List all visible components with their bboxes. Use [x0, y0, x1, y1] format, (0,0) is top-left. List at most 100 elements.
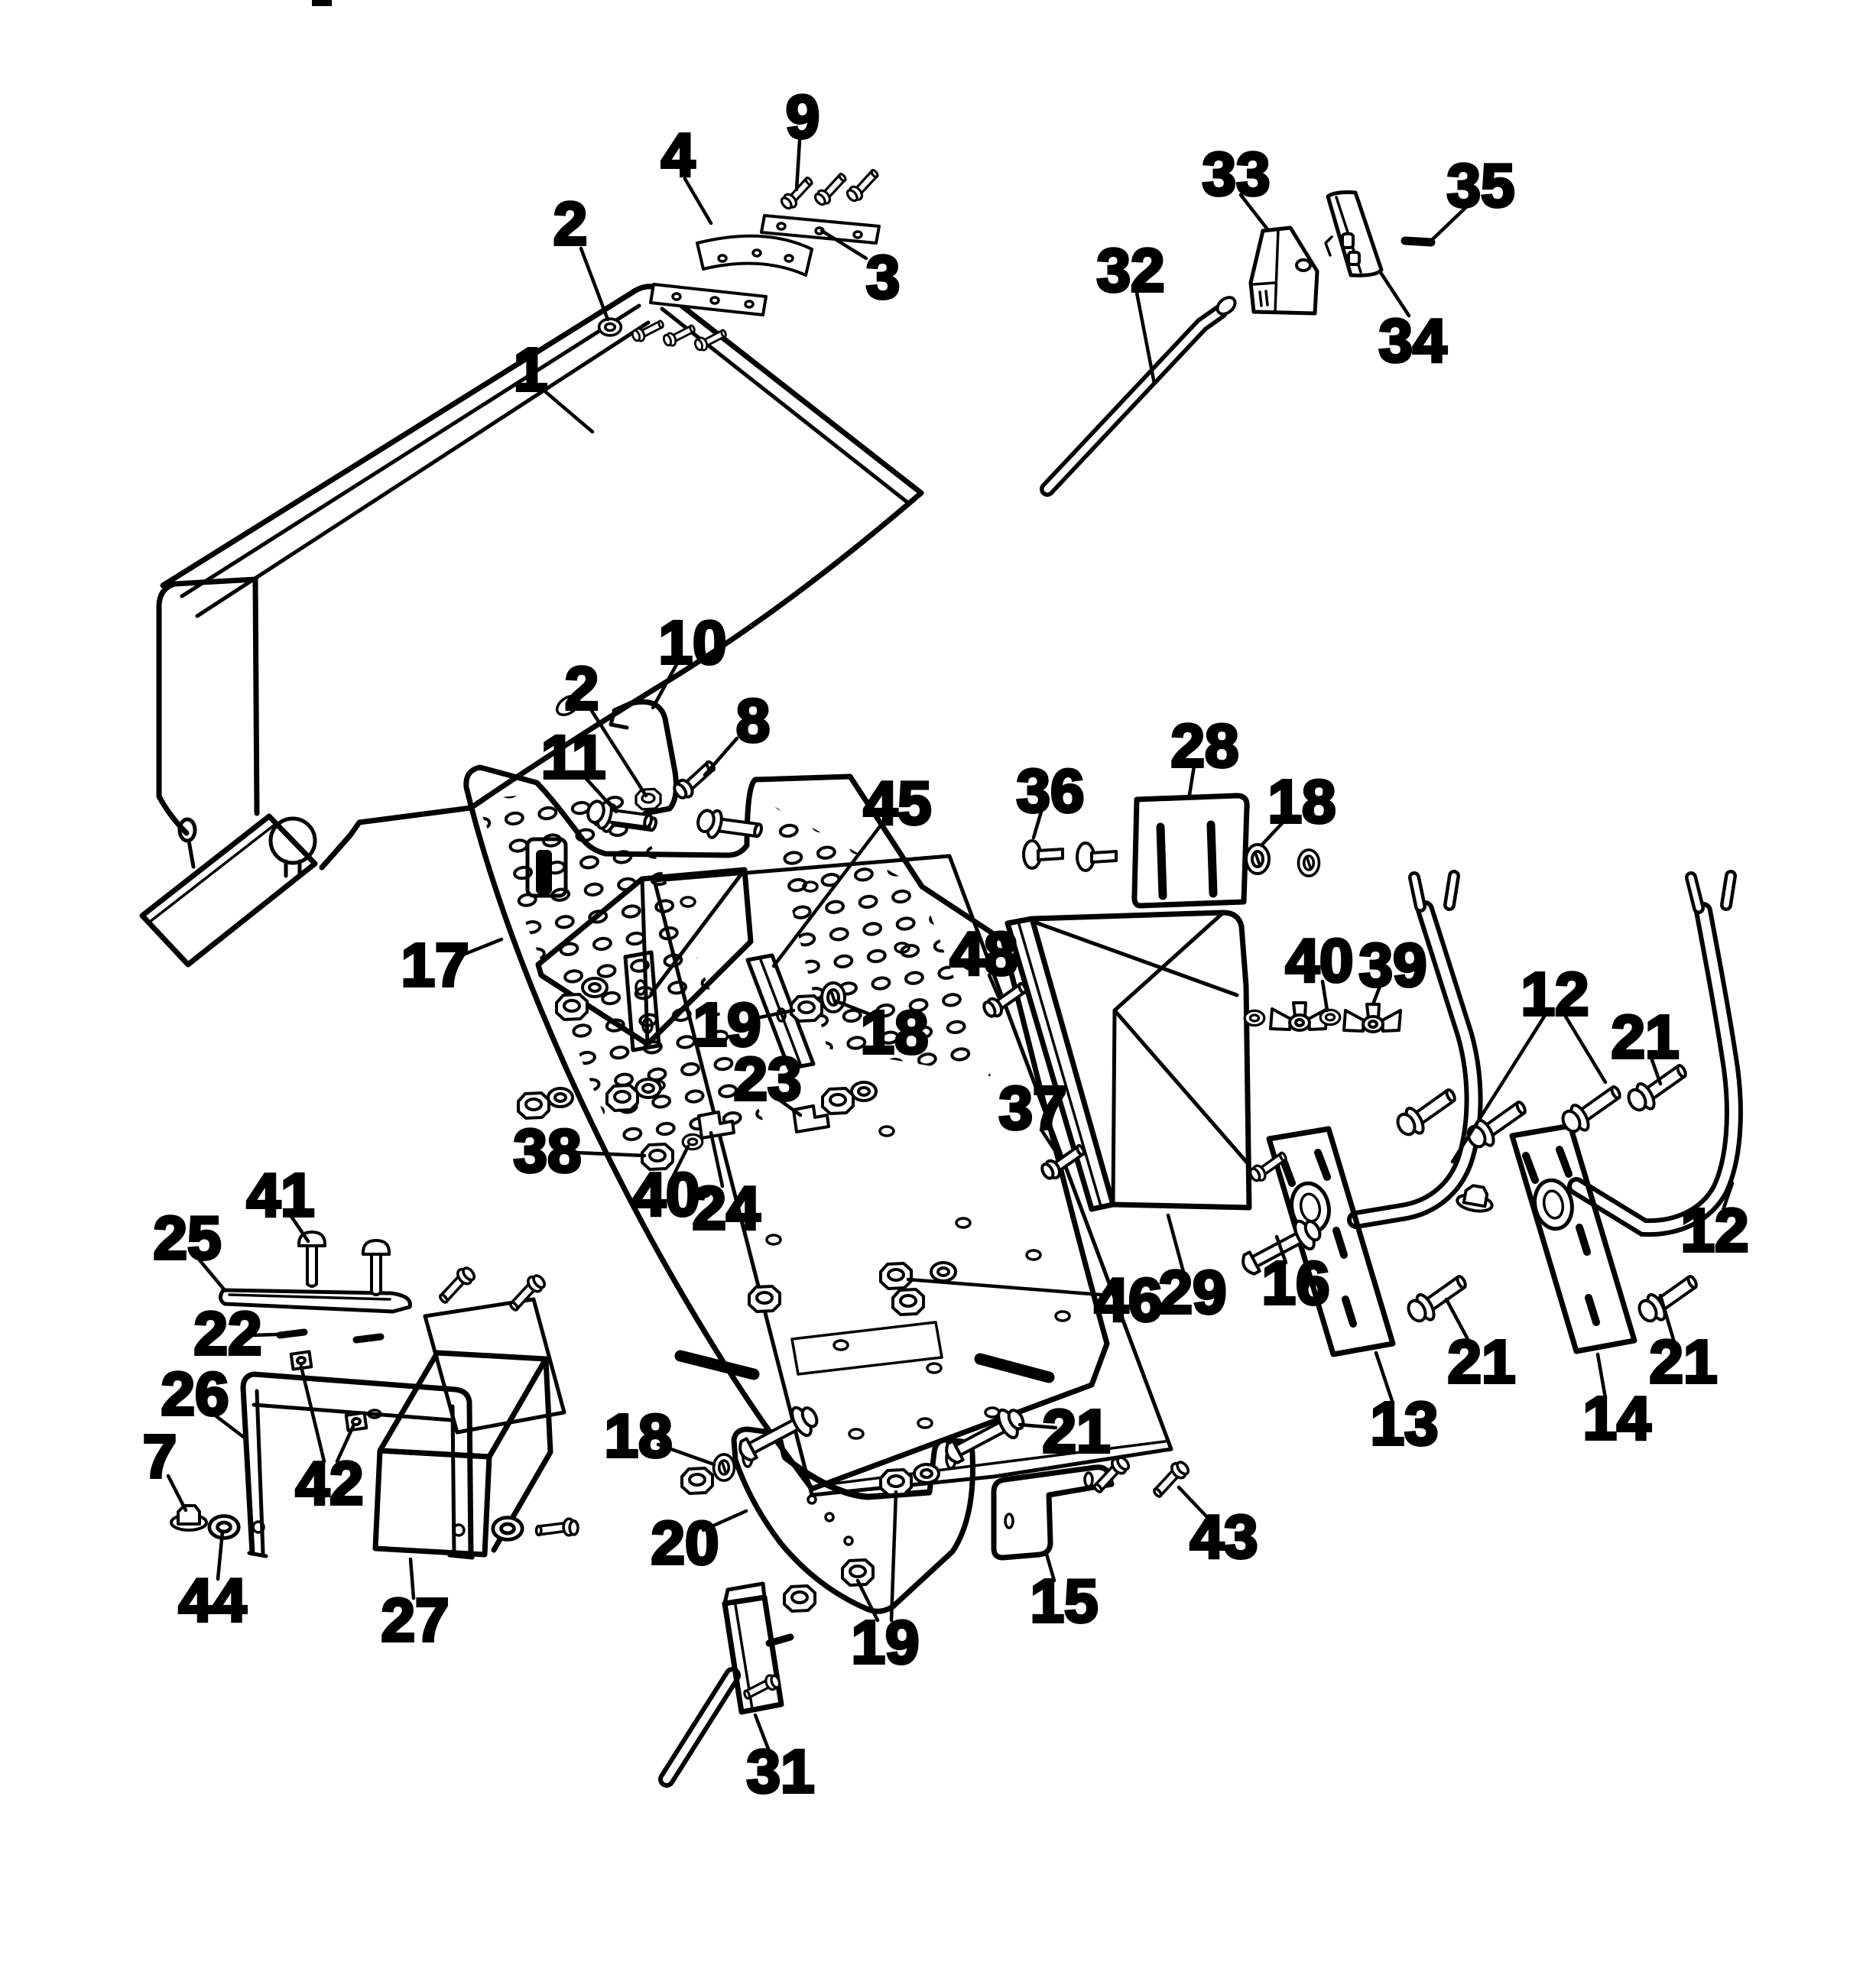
part-31-rod-bracket [658, 1581, 794, 1788]
callout-label-45-13: 45 [864, 769, 932, 837]
callout-21-leader [1018, 1422, 1058, 1430]
hex-nut [680, 1467, 714, 1495]
hex-nut-2 [635, 787, 662, 811]
hex-nut [517, 1091, 550, 1120]
shoulder-bolt-41 [297, 1231, 327, 1288]
callout-2-leader [589, 709, 648, 798]
flange-bolt [1559, 1084, 1628, 1138]
washer-18 [712, 1453, 736, 1482]
part-10-strap [609, 699, 722, 816]
lock-washer-18 [1245, 843, 1271, 875]
callout-41-leader [288, 1213, 310, 1244]
flange-nut-7 [170, 1504, 208, 1532]
part-35-pin [1401, 236, 1436, 247]
wing-nut [1269, 1001, 1329, 1032]
bolt-9 [811, 171, 852, 209]
washer [850, 1081, 878, 1102]
wing-nut-39 [1342, 1003, 1402, 1033]
flange-bolt [1394, 1087, 1462, 1141]
callout-12-leader [1450, 1014, 1547, 1164]
callout-label-35-6: 35 [1447, 151, 1515, 219]
callout-25-leader [195, 1255, 226, 1292]
callout-label-23-20: 23 [734, 1045, 802, 1113]
part-center-cover [535, 867, 754, 1052]
callout-label-13-33: 13 [1371, 1389, 1439, 1458]
callout-label-3-4: 3 [866, 243, 901, 311]
latch-cutout [525, 837, 568, 898]
washer [930, 1261, 957, 1282]
top-edge-artifact [312, 0, 332, 6]
callout-label-2-10: 2 [565, 654, 599, 722]
callout-label-25-39: 25 [154, 1204, 222, 1272]
carriage-bolt [735, 1401, 823, 1467]
part-22-pins [276, 1328, 385, 1344]
callout-11-leader [584, 777, 618, 814]
callout-label-21-25: 21 [1611, 1003, 1680, 1071]
callout-label-7-42: 7 [143, 1422, 177, 1490]
skid-bar-left [674, 1350, 760, 1380]
callout-3-leader [820, 229, 868, 261]
callout-32-leader [1134, 290, 1157, 386]
callout-label-40-28: 40 [632, 1160, 700, 1228]
hex-nut [555, 993, 589, 1021]
callout-1-leader [544, 390, 595, 434]
callout-46-leader [906, 1277, 1103, 1297]
callout-label-19-18: 19 [693, 991, 761, 1059]
part-33-latch-housing [1248, 225, 1319, 316]
shoulder-bolt-41 [361, 1239, 391, 1296]
callout-44-leader [216, 1529, 225, 1581]
hood-top-brackets [597, 167, 884, 354]
callout-label-12-35: 12 [1681, 1196, 1749, 1264]
callout-33-leader [1238, 193, 1270, 232]
callout-label-18-46: 18 [605, 1402, 673, 1470]
part-29-chute [982, 910, 1252, 1212]
callout-label-26-41: 26 [161, 1360, 229, 1428]
callout-label-9-3: 9 [786, 83, 820, 151]
callout-34-leader [1378, 269, 1411, 318]
callout-40-leader [670, 1144, 690, 1179]
washer-40 [1319, 1008, 1342, 1026]
callout-label-34-8: 34 [1379, 306, 1447, 375]
washer [493, 1518, 522, 1540]
callout-label-22-40: 22 [194, 1299, 262, 1367]
lock-washer-18 [820, 981, 846, 1013]
hood-foot-plate [139, 813, 318, 968]
callout-label-36-15: 36 [1017, 757, 1085, 825]
part-25-blade [219, 1288, 412, 1314]
bolt-9 [843, 167, 884, 206]
mount-plate [649, 283, 768, 316]
callout-label-12-24: 12 [1521, 960, 1589, 1028]
callout-label-38-27: 38 [514, 1117, 582, 1185]
latch-bar [536, 850, 552, 894]
callout-label-18-19: 18 [861, 998, 929, 1066]
callout-28-leader [1187, 764, 1196, 797]
callout-label-8-11: 8 [736, 686, 771, 754]
callout-17-leader [457, 937, 504, 958]
callout-label-21-34: 21 [1448, 1328, 1516, 1396]
hex-nut [748, 1285, 781, 1313]
callout-27-leader [408, 1557, 416, 1600]
callout-label-4-2: 4 [661, 121, 696, 189]
flange-nut [1454, 1182, 1497, 1215]
clip-23 [792, 1104, 830, 1133]
callout-40-leader [1320, 979, 1329, 1013]
callout-18-leader [656, 1442, 716, 1467]
part-14-plate [1509, 1123, 1637, 1354]
callout-label-40-22: 40 [1286, 926, 1354, 994]
washer-44 [209, 1516, 239, 1539]
skid-bar-right [974, 1353, 1055, 1383]
callout-13-leader [1374, 1351, 1395, 1406]
washer [913, 1463, 940, 1484]
push-rivet-36 [1022, 839, 1064, 870]
hood-slot-hole [555, 694, 581, 717]
stud-2 [660, 323, 699, 349]
callout-label-37-26: 37 [999, 1074, 1067, 1142]
flange-bolt-21 [1635, 1273, 1704, 1328]
callout-21-leader [1658, 1293, 1676, 1344]
callout-label-10-9: 10 [659, 608, 727, 676]
hex-bolt [534, 1517, 579, 1537]
part-34-latch-plate [1324, 190, 1384, 277]
callout-21-leader [1444, 1297, 1472, 1344]
